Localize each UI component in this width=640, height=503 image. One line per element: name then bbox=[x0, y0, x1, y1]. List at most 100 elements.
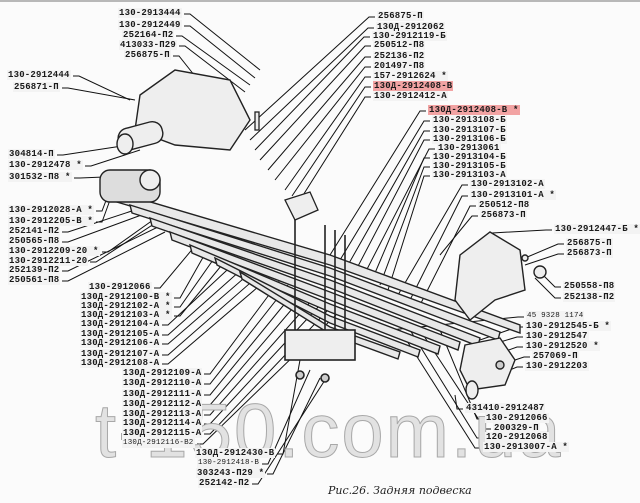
part-label: 200329-П bbox=[493, 423, 540, 433]
leader-line bbox=[267, 56, 371, 171]
leader-line bbox=[387, 175, 430, 291]
part-label: 130-2912209-20 * bbox=[8, 246, 100, 256]
leader-line bbox=[267, 377, 321, 475]
part-label: 256873-П bbox=[480, 210, 527, 220]
leader-line bbox=[174, 249, 221, 308]
leader-line bbox=[419, 329, 491, 430]
part-label: 130-2913102-А bbox=[470, 179, 545, 189]
part-label: 130Д-2912106-А bbox=[80, 338, 161, 348]
part-label: 120-2912068 bbox=[485, 432, 549, 442]
leader-line bbox=[73, 75, 131, 101]
part-label: 256875-П bbox=[566, 238, 613, 248]
part-label: 130-2912203 bbox=[525, 361, 589, 371]
leader-line bbox=[62, 209, 156, 243]
part-label: 201497-П8 bbox=[373, 61, 426, 71]
leader-line bbox=[90, 219, 161, 263]
part-label: 130-2912066 bbox=[88, 282, 152, 292]
leader-line bbox=[399, 329, 481, 449]
part-label: 250558-П8 bbox=[563, 281, 616, 291]
leader-line bbox=[347, 130, 430, 266]
part-label: 256875-П bbox=[124, 50, 171, 60]
part-label: 130-2912028-А * bbox=[8, 205, 95, 215]
part-label: 157-2912624 * bbox=[373, 71, 448, 81]
leader-line bbox=[262, 369, 311, 465]
part-label: 252138-П2 bbox=[563, 292, 616, 302]
part-label: 130-2913104-Б bbox=[432, 152, 507, 162]
front-bracket bbox=[99, 69, 251, 203]
part-label: 252142-П2 bbox=[198, 478, 251, 488]
part-label: 130-2912478 * bbox=[8, 160, 83, 170]
part-label: 130-2912412-А bbox=[373, 91, 448, 101]
part-label: 413033-П29 bbox=[119, 40, 178, 50]
part-label: 130-2912447-Б * bbox=[554, 224, 640, 234]
leader-line bbox=[62, 87, 136, 101]
leader-line bbox=[174, 244, 211, 299]
leader-line bbox=[162, 265, 259, 345]
part-label: 130Д-2912109-А bbox=[122, 368, 203, 378]
part-label: 130Д-2912113-А bbox=[122, 409, 203, 419]
part-label: 130-2913444 bbox=[118, 8, 182, 18]
part-label: 257069-П bbox=[532, 351, 579, 361]
part-label: 256873-П bbox=[566, 248, 613, 258]
leader-line bbox=[179, 45, 246, 93]
leader-line bbox=[249, 27, 374, 141]
part-label: 130-2912547 bbox=[525, 331, 589, 341]
part-label: 303243-П29 * bbox=[196, 468, 266, 478]
part-label: 252136-П2 bbox=[373, 51, 426, 61]
leader-line bbox=[204, 289, 297, 396]
leader-line bbox=[439, 329, 483, 420]
part-label: 130Д-2912107-А bbox=[80, 349, 161, 359]
leader-line bbox=[204, 299, 313, 416]
leader-line bbox=[162, 269, 266, 356]
part-label: 130-2913107-Б bbox=[432, 125, 507, 135]
leader-line bbox=[162, 261, 251, 336]
part-label: 45 9328 1174 bbox=[526, 311, 585, 321]
part-label: 130Д-2912100-В * bbox=[80, 292, 172, 302]
part-label: 301532-П8 * bbox=[8, 172, 72, 182]
part-label: 130-2912444 bbox=[7, 70, 71, 80]
part-label: 250561-П8 bbox=[8, 275, 61, 285]
leader-line bbox=[184, 25, 256, 79]
leader-line bbox=[154, 239, 201, 289]
leader-line bbox=[274, 66, 371, 181]
leader-line bbox=[299, 96, 371, 201]
part-label-highlighted: 130Д-2912408-В bbox=[373, 81, 454, 91]
leader-line bbox=[454, 394, 463, 410]
leader-line bbox=[259, 45, 371, 161]
leader-lines bbox=[57, 13, 564, 485]
part-label: 130Д-2912110-А bbox=[122, 378, 203, 388]
part-label: 130-2912520 * bbox=[525, 341, 600, 351]
part-label: 431410-2912487 bbox=[465, 403, 546, 413]
leader-line bbox=[204, 294, 305, 406]
part-label: 252141-П2 bbox=[8, 226, 61, 236]
rear-bracket bbox=[454, 231, 547, 321]
leader-line bbox=[62, 231, 166, 282]
figure-caption: Рис.26. Задняя подвеска bbox=[328, 484, 472, 497]
leader-line bbox=[363, 148, 435, 276]
part-label: 130-2912066 bbox=[485, 413, 549, 423]
leader-line bbox=[524, 253, 564, 266]
bump-stop bbox=[254, 111, 319, 221]
part-label: 130Д-2912108-А bbox=[80, 358, 161, 368]
leader-line bbox=[204, 284, 289, 385]
leader-line bbox=[162, 257, 241, 326]
leader-line bbox=[534, 277, 561, 299]
part-label: 130-2913108-Б bbox=[432, 115, 507, 125]
part-label: 250512-П8 bbox=[373, 40, 426, 50]
part-label: 130Д-2912103-А * bbox=[80, 310, 172, 320]
leader-line bbox=[409, 329, 483, 439]
leader-line bbox=[491, 229, 552, 234]
part-label: 130Д-2912104-А bbox=[80, 319, 161, 329]
leader-line bbox=[254, 36, 370, 151]
leader-line bbox=[291, 86, 371, 197]
leader-line bbox=[184, 13, 261, 71]
part-label: 130Д-2912102-А * bbox=[80, 301, 172, 311]
leader-line bbox=[379, 166, 430, 286]
leader-line bbox=[329, 110, 426, 256]
part-label: 130Д-2912116-В2 bbox=[122, 438, 195, 448]
part-label: 130-2913105-Б bbox=[432, 161, 507, 171]
part-label: 256875-П bbox=[377, 11, 424, 21]
leader-line bbox=[284, 76, 371, 191]
leader-line bbox=[204, 279, 281, 375]
